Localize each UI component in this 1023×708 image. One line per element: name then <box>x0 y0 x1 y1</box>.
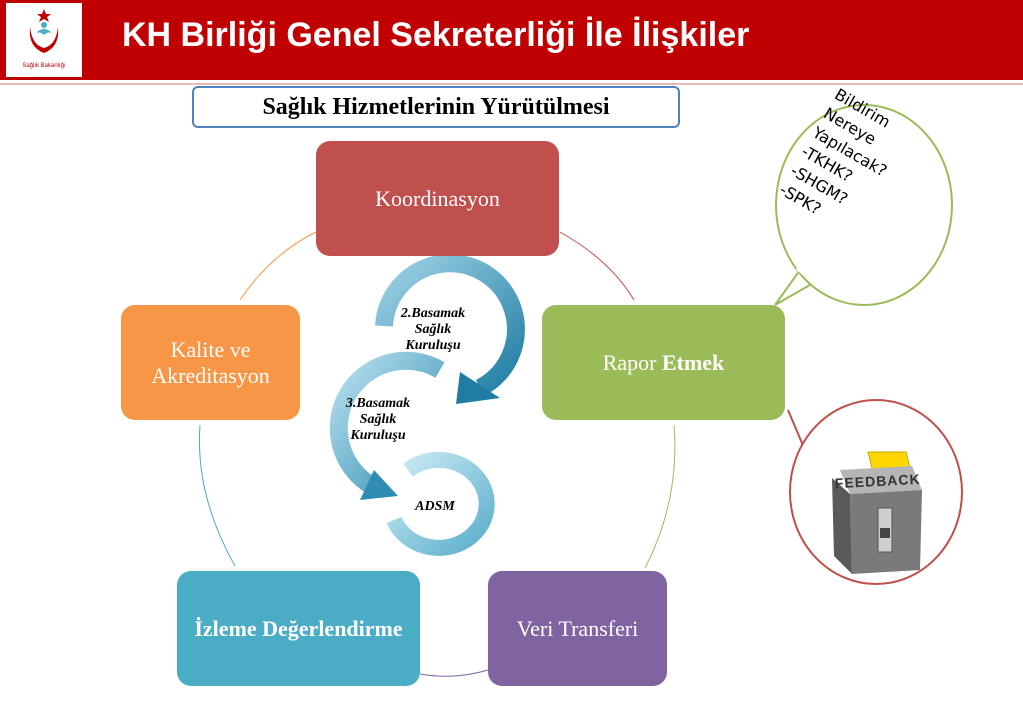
node-rapor-etmek: Rapor Etmek <box>542 305 785 420</box>
node-veri-transferi: Veri Transferi <box>488 571 667 686</box>
node-izleme-label: İzleme Değerlendirme <box>194 615 403 641</box>
section-title: Sağlık Hizmetlerinin Yürütülmesi <box>192 86 680 128</box>
node-koordinasyon-label: Koordinasyon <box>375 185 500 211</box>
node-rapor-prefix: Rapor <box>602 349 657 375</box>
node-koordinasyon: Koordinasyon <box>316 141 559 256</box>
cycle-arrow-level3 <box>329 351 445 500</box>
ministry-logo: Sağlık Bakanlığı <box>6 3 82 77</box>
connector-koord-rapor <box>559 231 635 301</box>
cycle-label-level2: 2.Basamak Sağlık Kuruluşu <box>400 306 466 353</box>
cycle-arrow-level2 <box>375 254 525 404</box>
logo-emblem-icon <box>29 9 59 53</box>
feedback-box-icon <box>832 451 922 574</box>
node-izleme-degerlendirme: İzleme Değerlendirme <box>177 571 420 686</box>
node-kalite-label: Kalite ve Akreditasyon <box>151 336 270 388</box>
speech-bubble <box>774 104 953 306</box>
connector-izleme-kalite <box>198 424 236 567</box>
node-rapor-bold: Etmek <box>661 349 725 375</box>
connector-veri-izleme <box>419 669 489 677</box>
header-bar: Sağlık Bakanlığı KH Birliği Genel Sekret… <box>0 0 1023 83</box>
cycle-label-level3: 3.Basamak Sağlık Kuruluşu <box>345 396 411 443</box>
page-title: KH Birliği Genel Sekreterliği İle İlişki… <box>122 16 750 54</box>
node-rapor-label: Rapor Etmek <box>603 350 725 376</box>
node-kalite-akreditasyon: Kalite ve Akreditasyon <box>121 305 300 420</box>
cycle-label-adsm: ADSM <box>415 499 455 514</box>
node-veri-label: Veri Transferi <box>516 615 639 641</box>
feedback-label: FEEDBACK <box>834 471 921 491</box>
logo-caption: Sağlık Bakanlığı <box>22 63 66 69</box>
connector-kalite-koord <box>239 231 317 301</box>
connector-rapor-veri <box>644 424 676 569</box>
cycle-arrow-adsm <box>386 451 495 556</box>
